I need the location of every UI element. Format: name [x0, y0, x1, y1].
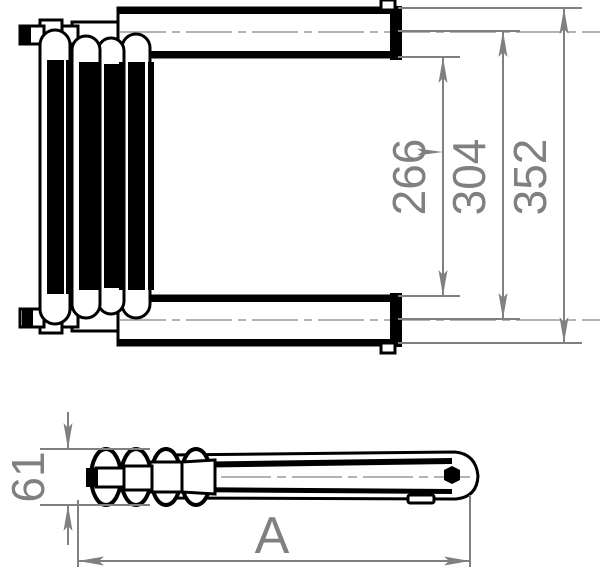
dimension-266: 266 [383, 57, 448, 296]
rung-4 [120, 32, 152, 320]
upper-arm-top-edge [118, 8, 398, 14]
rung-gap-1 [66, 60, 72, 294]
rung-1 [38, 28, 72, 326]
rung-1-fill [47, 60, 64, 294]
side-arm-hex-hole [444, 466, 460, 484]
side-arm-taper-bottom [176, 487, 452, 494]
rung-gap-2 [94, 62, 99, 290]
lower-arm-top-edge [118, 296, 398, 302]
lower-end-block [22, 309, 33, 327]
rung-gap-4 [148, 62, 154, 290]
dimension-352: 352 [504, 8, 569, 343]
rung-2-fill [79, 62, 95, 290]
dim-266-arrow-bottom [438, 270, 448, 296]
upper-arm-pin [379, 0, 397, 12]
side-collar-3 [148, 460, 184, 494]
lower-arm-pin [379, 341, 397, 355]
lower-arm-bottom-edge [118, 339, 398, 345]
side-end-block [86, 468, 98, 487]
side-view [86, 447, 480, 507]
dim-304-arrow-top [498, 31, 508, 57]
rung-gap-3 [119, 62, 124, 290]
upper-arm-bottom-edge [118, 51, 398, 57]
rung-4-fill [128, 62, 145, 290]
dimension-a: A [77, 495, 471, 567]
side-arm-taper-top [176, 458, 452, 468]
dim-61-arrow-top [63, 423, 73, 449]
dim-352-arrow-top [559, 8, 569, 34]
dim-a-arrow-right [444, 556, 470, 566]
dim-304-label: 304 [443, 139, 495, 216]
upper-end-block [20, 26, 31, 44]
dim-304-arrow-bottom [498, 293, 508, 319]
dimension-61: 61 [2, 412, 150, 545]
dim-352-arrow-bottom [559, 317, 569, 343]
dim-a-label: A [255, 507, 290, 565]
side-arm-foot-tab [406, 493, 436, 505]
top-view-rungs [38, 28, 154, 326]
dim-266-arrow-top [438, 57, 448, 83]
rung-3 [96, 36, 126, 316]
lower-arm-end-cap [390, 293, 402, 347]
side-collar-4 [180, 458, 217, 496]
dim-352-label: 352 [504, 139, 556, 216]
dimension-layer: 266 304 352 [2, 7, 582, 567]
dim-61-label: 61 [2, 451, 54, 502]
dimension-304: 304 [443, 31, 508, 319]
side-collar-1 [94, 466, 126, 489]
dim-61-arrow-bottom [63, 505, 73, 531]
upper-arm-end-cap [390, 6, 402, 60]
top-view [18, 0, 600, 355]
rung-3-fill [104, 64, 119, 288]
dim-266-label: 266 [383, 139, 435, 216]
side-view-collars [86, 458, 217, 496]
top-view-lower-arm [116, 293, 600, 355]
dim-a-arrow-left [78, 556, 104, 566]
